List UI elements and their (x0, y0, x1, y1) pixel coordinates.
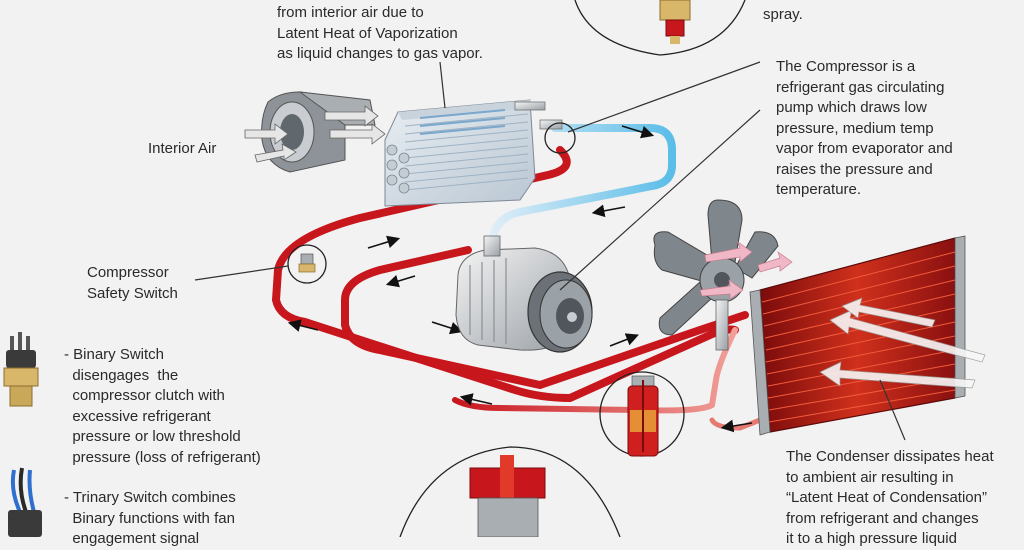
expansion-valve-callout (544, 122, 576, 154)
refrigerant-lines (271, 124, 763, 431)
leader-lines (194, 61, 906, 441)
ac-system-diagram (3, 0, 986, 537)
drier-zoom-icon (469, 455, 546, 537)
receiver-drier-icon (627, 375, 659, 457)
liquid-line (452, 327, 738, 414)
blower-fan-icon (244, 91, 386, 173)
expansion-valve-zoom (574, 0, 746, 56)
flow-arrow (459, 393, 493, 406)
flow-arrow (431, 321, 464, 335)
trinary-switch-description: - Trinary Switch combines Binary functio… (64, 489, 236, 547)
drier-zoom (399, 446, 621, 537)
compressor-icon (455, 235, 593, 353)
expansion-valve-description: spray. (763, 6, 803, 23)
condenser-core-icon (749, 235, 986, 436)
binary-switch-description: - Binary Switch disengages the compresso… (64, 346, 261, 466)
suction-line (488, 124, 676, 244)
evaporator-description: from interior air due to Latent Heat of … (277, 4, 483, 62)
binary-switch-icon (3, 332, 39, 407)
flow-arrow (287, 319, 319, 332)
discharge-line (341, 246, 749, 390)
interior-air-label: Interior Air (148, 140, 217, 157)
evaporator-core-icon (384, 99, 563, 207)
condenser-description: The Condenser dissipates heat to ambient… (786, 448, 994, 547)
flow-arrow (591, 204, 626, 218)
flow-arrow (720, 419, 753, 433)
safety-switch-callout (287, 244, 327, 284)
safety-switch-label: Compressor Safety Switch (87, 264, 178, 302)
drier-line (709, 417, 763, 431)
flow-arrow (609, 333, 639, 347)
expansion-valve-icon (659, 0, 691, 44)
flow-arrow (385, 275, 416, 288)
flow-arrow (621, 125, 655, 139)
flow-arrow (367, 235, 401, 249)
flow-arrows (287, 125, 753, 433)
pressure-switch-icon (298, 253, 316, 273)
high-pressure-line-outer (271, 146, 739, 403)
radiator-fan-icon (653, 199, 793, 351)
compressor-description: The Compressor is a refrigerant gas circ… (776, 58, 953, 198)
trinary-switch-icon (8, 467, 42, 537)
